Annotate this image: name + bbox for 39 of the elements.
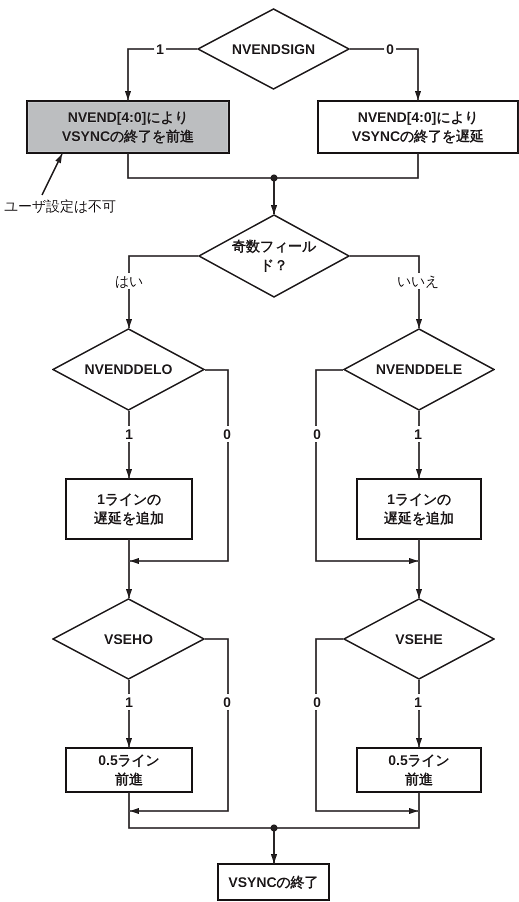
decision-diamond: 奇数フィールド？ [198, 214, 350, 298]
arrow [270, 793, 420, 863]
edge-label: 1 [412, 426, 424, 442]
arrow [315, 369, 418, 564]
arrow [130, 369, 229, 564]
edge-label: 0 [384, 41, 396, 57]
process-box: 1ラインの遅延を追加 [356, 478, 482, 540]
decision-diamond: NVENDDELE [343, 328, 495, 411]
arrow [130, 638, 229, 814]
arrow [416, 540, 422, 598]
edge-label: 0 [311, 426, 323, 442]
arrow [126, 255, 198, 328]
decision-diamond: NVENDDELO [52, 328, 205, 411]
edge-label: 1 [123, 694, 135, 710]
decision-diamond: VSEHO [52, 598, 205, 680]
arrow [126, 540, 132, 598]
edge-label: 0 [311, 694, 323, 710]
arrow [350, 48, 422, 100]
decision-diamond: NVENDSIGN [197, 8, 350, 90]
edge-label: はい [113, 273, 145, 289]
decision-diamond: VSEHE [343, 598, 495, 680]
process-box: 0.5ライン前進 [356, 747, 482, 793]
edge-label: 1 [412, 694, 424, 710]
arrow [315, 638, 418, 814]
process-box: VSYNCの終了 [217, 863, 330, 901]
process-box: 1ラインの遅延を追加 [65, 478, 193, 540]
edge-label: 1 [154, 41, 166, 57]
edge-label: 1 [123, 426, 135, 442]
process-box: NVEND[4:0]により VSYNCの終了を前進 [26, 100, 230, 154]
arrow [270, 154, 419, 214]
note-text: ユーザ設定は不可 [4, 195, 138, 217]
process-box: 0.5ライン前進 [65, 747, 193, 793]
process-box: NVEND[4:0]により VSYNCの終了を遅延 [317, 100, 519, 154]
arrow [124, 48, 197, 100]
leader-line [41, 154, 63, 196]
arrow [350, 255, 422, 328]
edge-label: いいえ [395, 273, 441, 289]
edge-label: 0 [221, 694, 233, 710]
edge-label: 0 [221, 426, 233, 442]
